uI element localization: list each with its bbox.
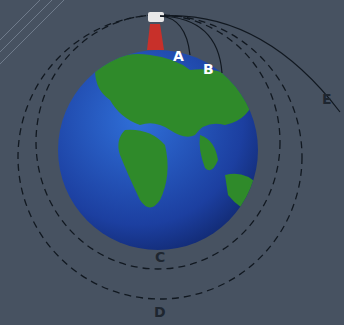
- trajectory-letter: A: [173, 49, 184, 63]
- orbit-c: [36, 15, 280, 269]
- trajectory-letter: B: [203, 62, 214, 76]
- orbit-d: [18, 15, 302, 299]
- background-lines: [0, 0, 64, 64]
- trajectory-letter: E: [322, 92, 332, 106]
- cannon: [148, 12, 164, 22]
- trajectory-letter: D: [154, 305, 166, 319]
- trajectories: [160, 16, 340, 112]
- trajectory-letter: C: [155, 250, 165, 264]
- continents: [95, 54, 258, 215]
- mountain: [147, 24, 164, 50]
- earth: [58, 50, 258, 250]
